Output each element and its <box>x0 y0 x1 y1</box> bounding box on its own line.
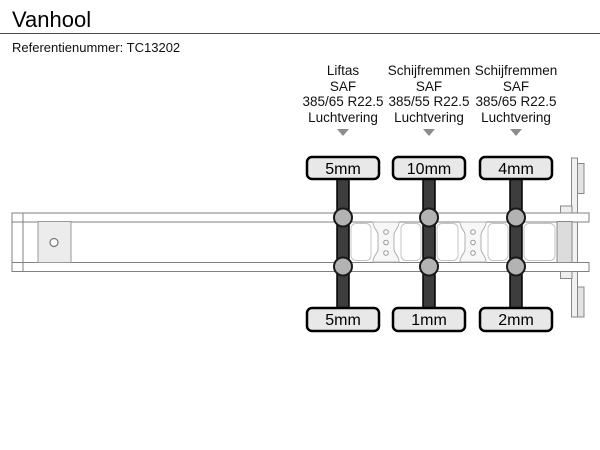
crossmember-2 <box>459 221 487 263</box>
tire-tread-value-top: 10mm <box>407 161 451 178</box>
suspension-mount <box>419 256 439 277</box>
tire-tread-label-bottom <box>478 306 554 333</box>
rear-bracket-top <box>560 205 573 214</box>
bolt-hole <box>383 250 389 256</box>
axle-tire-size-label: 385/55 R22.5 <box>388 94 470 109</box>
bolt-hole <box>470 239 476 246</box>
crossmember-1 <box>372 221 400 263</box>
suspension-mount <box>333 207 353 228</box>
suspension-mount <box>506 256 526 277</box>
chassis-front-cap <box>11 212 24 272</box>
bolt-hole <box>383 239 389 246</box>
web-panel <box>436 223 459 261</box>
axle-bar <box>336 177 350 310</box>
web-panel <box>400 223 422 261</box>
axle-info-column-3: Schijfremmen SAF 385/65 R22.5 Luchtverin… <box>456 63 576 136</box>
tire-tread-label-top <box>391 155 467 181</box>
bolt-hole <box>470 229 476 235</box>
web-panel <box>523 223 556 261</box>
axle-info-column-2: Schijfremmen SAF 385/55 R22.5 Luchtverin… <box>369 63 489 136</box>
suspension-mount <box>333 256 353 277</box>
tire-tread-label-bottom <box>305 306 381 333</box>
chevron-down-icon[interactable] <box>423 129 435 136</box>
axle-suspension-label: Luchtvering <box>394 109 464 125</box>
axle-2: 10mm 1mm <box>391 155 467 333</box>
rear-light-bottom <box>577 286 585 318</box>
tire-tread-value-bottom: 5mm <box>325 312 361 329</box>
reference-number: Referentienummer: TC13202 <box>12 40 180 55</box>
tire-tread-value-bottom: 1mm <box>411 312 447 329</box>
axle-brand-label: SAF <box>415 78 443 94</box>
web-panel <box>487 223 509 261</box>
suspension-mount <box>419 207 439 228</box>
axle-1: 5mm 5mm <box>305 155 381 333</box>
chassis-rail-bottom <box>11 262 590 272</box>
suspension-mount <box>506 207 526 228</box>
axle-suspension-label: Luchtvering <box>481 109 551 125</box>
axle-brand-label: SAF <box>502 78 530 94</box>
chevron-down-icon[interactable] <box>510 129 522 136</box>
bolt-hole <box>383 229 389 235</box>
rear-light-top <box>577 163 585 194</box>
axle-brand-label: SAF <box>329 78 357 94</box>
rear-bracket-bottom <box>560 271 573 279</box>
tire-tread-label-top <box>305 155 381 181</box>
chassis-web-panels <box>350 223 556 261</box>
reference-label: Referentienummer: <box>12 40 124 55</box>
axle-bar <box>509 177 523 310</box>
page-title: Vanhool <box>12 7 92 32</box>
axle-type-label: Schijfremmen <box>387 63 471 78</box>
tire-tread-value-top: 5mm <box>325 161 361 178</box>
rear-crossmember <box>556 221 573 263</box>
tire-tread-label-top <box>478 155 554 181</box>
axle-3: 4mm 2mm <box>478 155 554 333</box>
web-panel <box>350 223 372 261</box>
axle-bar <box>422 177 436 310</box>
axle-type-label: Schijfremmen <box>474 63 558 78</box>
chevron-down-icon[interactable] <box>337 129 349 136</box>
axle-type-label: Liftas <box>326 63 360 78</box>
axle-info-column-1: Liftas SAF 385/65 R22.5 Luchtvering <box>283 63 403 136</box>
reference-value: TC13202 <box>126 40 181 55</box>
chassis-rail-top <box>11 212 590 223</box>
axle-suspension-label: Luchtvering <box>308 109 378 125</box>
kingpin <box>49 237 59 248</box>
tire-tread-value-bottom: 2mm <box>498 312 534 329</box>
bolt-hole <box>470 250 476 256</box>
tire-tread-label-bottom <box>391 306 467 333</box>
axle-tire-size-label: 385/65 R22.5 <box>475 94 557 109</box>
tire-tread-value-top: 4mm <box>498 161 534 178</box>
axle-tire-size-label: 385/65 R22.5 <box>302 94 384 109</box>
header-divider <box>0 33 600 34</box>
